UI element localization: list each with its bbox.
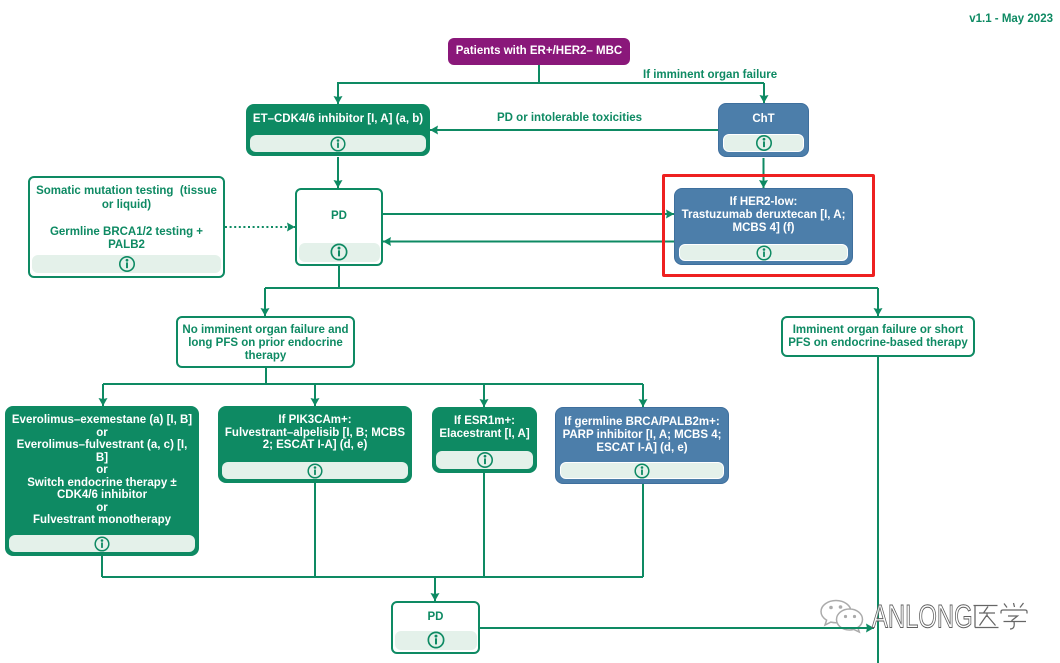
svg-text:ANLONG: ANLONG <box>872 598 973 634</box>
